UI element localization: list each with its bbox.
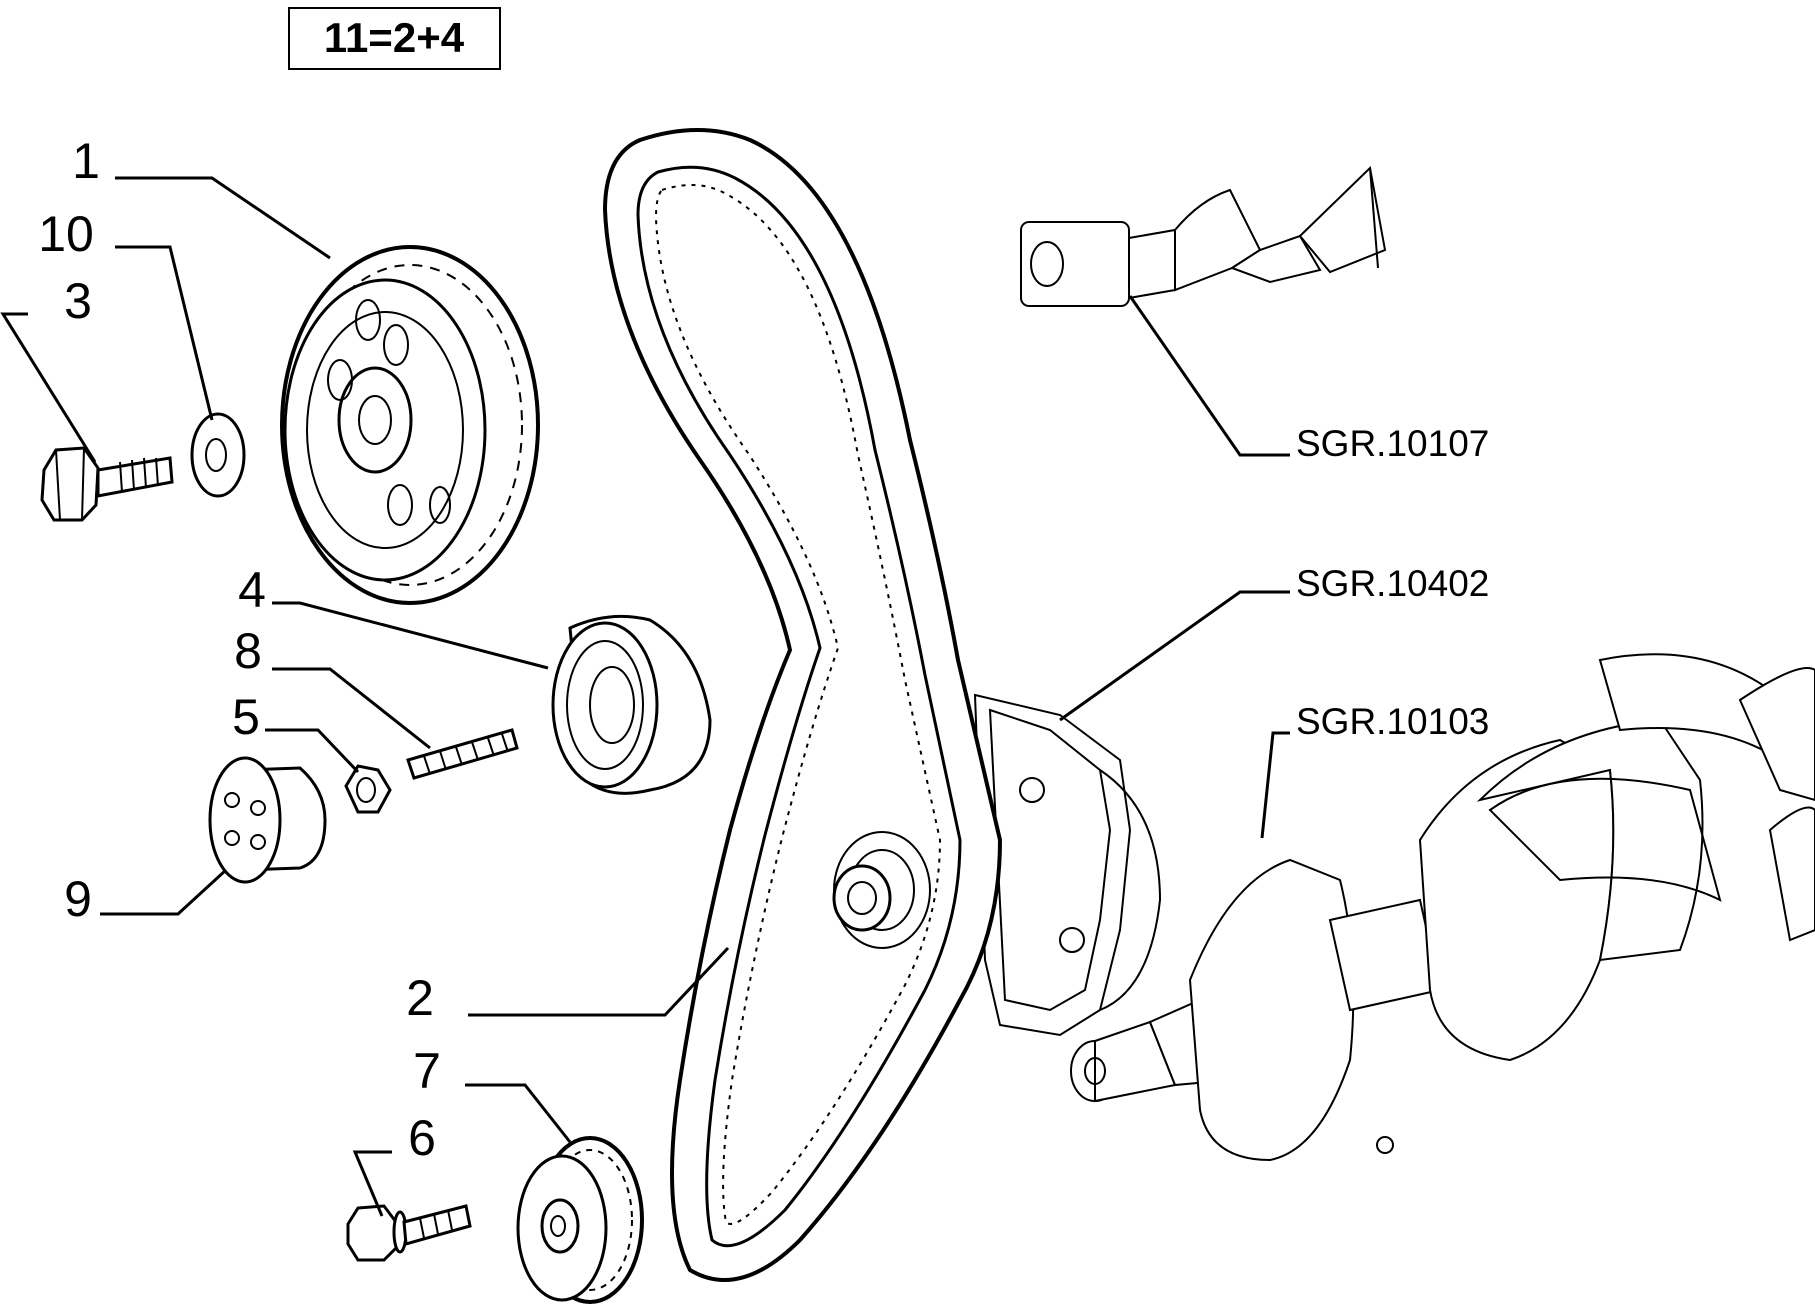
- washer: [190, 412, 246, 498]
- callout-1: 1: [72, 133, 100, 189]
- callout-8: 8: [234, 623, 262, 679]
- pulley-bolt: [40, 446, 174, 522]
- callout-labels: 1 10 3 4 8 5 9 2 7 6: [38, 133, 441, 1166]
- crank-bolt: [346, 1204, 472, 1262]
- leader-9: [100, 868, 228, 916]
- leader-4: [272, 601, 549, 670]
- callout-4: 4: [238, 562, 266, 618]
- callout-10: 10: [38, 206, 94, 262]
- callout-5: 5: [232, 689, 260, 745]
- camshaft-pulley: [280, 245, 540, 605]
- leader-1: [115, 176, 331, 260]
- leader-sgr-10103: [1260, 731, 1290, 839]
- ref-sgr-10103: SGR.10103: [1296, 701, 1489, 742]
- oil-pump-cover: [973, 693, 1162, 1037]
- timing-belt: [602, 128, 1003, 1282]
- kit-formula-text: 11=2+4: [324, 14, 465, 61]
- leader-6: [352, 1150, 392, 1217]
- leader-3: [0, 312, 97, 463]
- callout-7: 7: [413, 1043, 441, 1099]
- leader-2: [468, 946, 730, 1017]
- crankshaft: [1070, 653, 1815, 1162]
- callout-6: 6: [408, 1110, 436, 1166]
- leader-sgr-10402: [1059, 590, 1290, 722]
- nut: [344, 764, 392, 814]
- bushing: [208, 756, 327, 884]
- water-pump-pulley: [832, 831, 931, 949]
- callout-9: 9: [64, 871, 92, 927]
- ref-sgr-10107: SGR.10107: [1296, 423, 1489, 464]
- leader-7: [465, 1083, 572, 1143]
- leader-lines: [0, 176, 1290, 1217]
- ref-sgr-10402: SGR.10402: [1296, 563, 1489, 604]
- leader-10: [115, 245, 214, 421]
- stud: [406, 728, 519, 780]
- kit-formula-box: 11=2+4: [288, 7, 501, 70]
- leader-sgr-10107: [1128, 295, 1290, 457]
- camshaft: [1020, 165, 1387, 307]
- leader-5: [265, 728, 360, 774]
- leader-8: [272, 667, 431, 750]
- callout-2: 2: [406, 970, 434, 1026]
- reference-labels: SGR.10107 SGR.10402 SGR.10103: [1296, 423, 1489, 742]
- crankshaft-pulley: [516, 1136, 644, 1304]
- callout-3: 3: [64, 273, 92, 329]
- tensioner-roller: [551, 614, 712, 795]
